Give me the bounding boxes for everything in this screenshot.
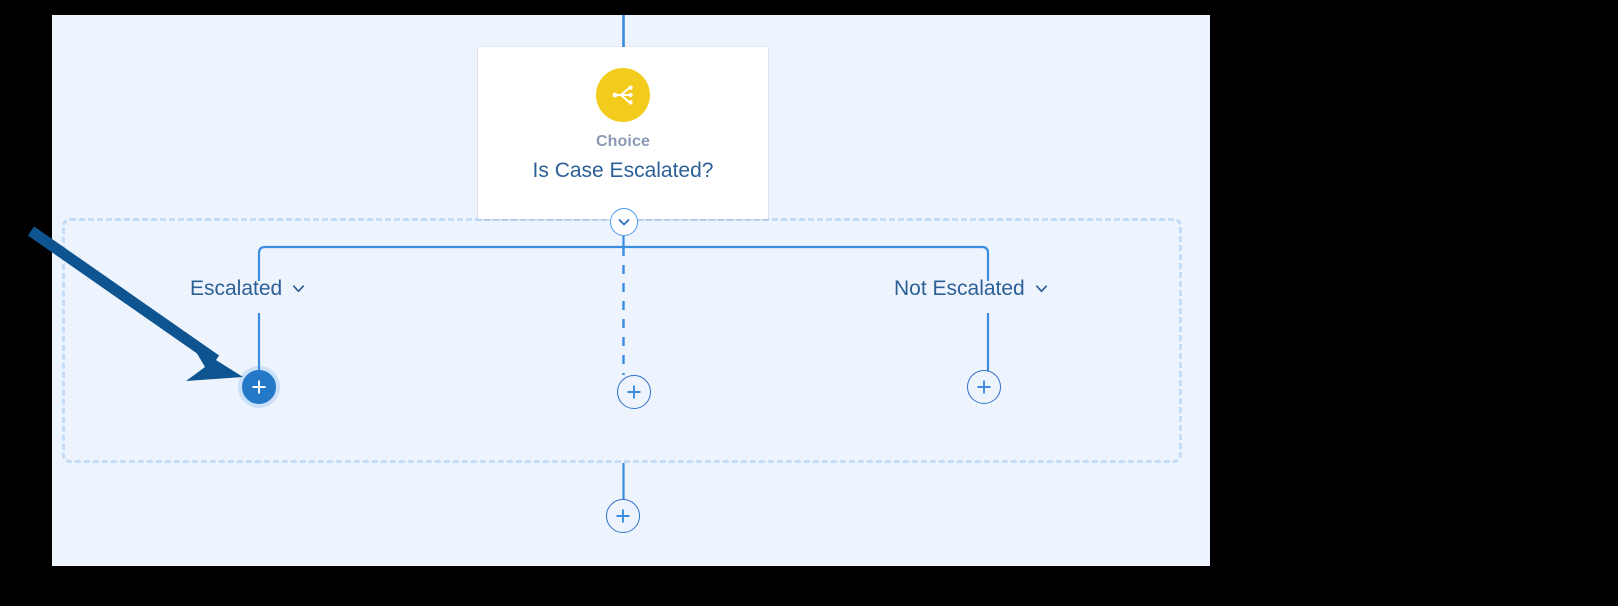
branch-label-escalated[interactable]: Escalated [190, 278, 306, 299]
choice-node-card[interactable]: Choice Is Case Escalated? [478, 47, 768, 219]
add-element-button-escalated[interactable] [242, 370, 276, 404]
add-element-button-default[interactable] [617, 375, 651, 409]
branch-group-container [62, 218, 1182, 463]
branch-label-escalated-text: Escalated [190, 277, 283, 300]
branch-label-not-escalated[interactable]: Not Escalated [894, 278, 1049, 299]
plus-icon [627, 385, 641, 399]
node-title-label: Is Case Escalated? [532, 159, 714, 182]
add-element-button-not-escalated[interactable] [967, 370, 1001, 404]
plus-icon [977, 380, 991, 394]
add-element-button-after-branch[interactable] [606, 499, 640, 533]
chevron-down-icon[interactable] [291, 281, 306, 296]
choice-branch-icon [596, 68, 650, 122]
branch-label-not-escalated-text: Not Escalated [894, 277, 1025, 300]
node-kind-label: Choice [596, 133, 650, 150]
flow-builder-canvas: Choice Is Case Escalated? Escalated Not … [52, 15, 1210, 566]
chevron-down-icon[interactable] [610, 208, 638, 236]
plus-icon [252, 380, 266, 394]
plus-icon [616, 509, 630, 523]
chevron-down-icon[interactable] [1034, 281, 1049, 296]
